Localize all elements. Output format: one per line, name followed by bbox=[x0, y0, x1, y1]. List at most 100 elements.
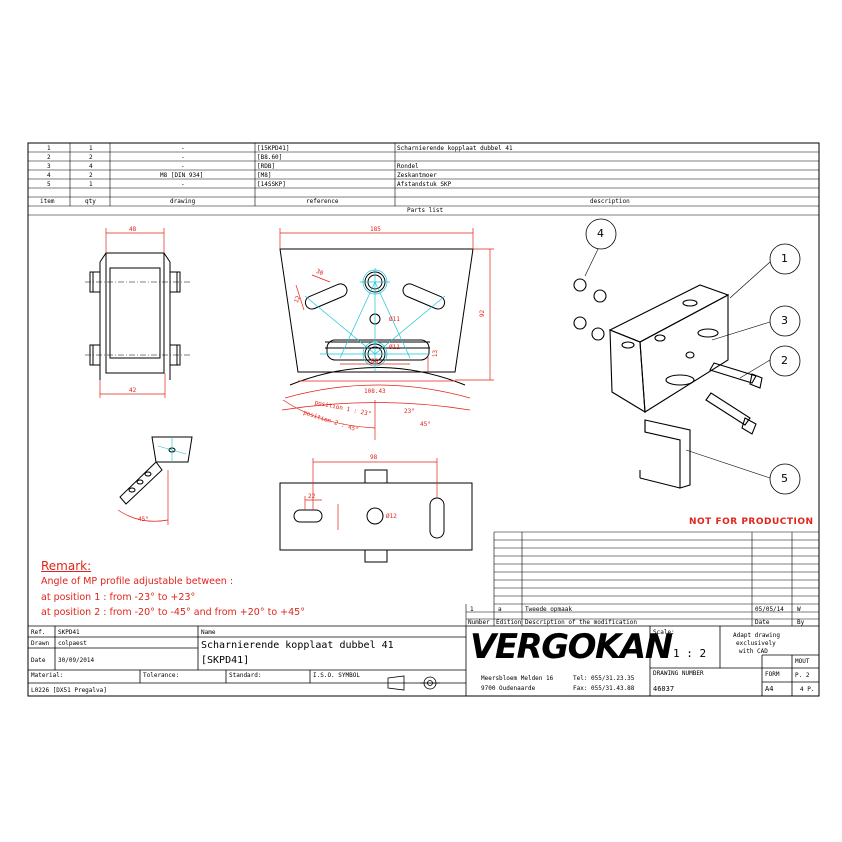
dim-bottom-slot: 22 bbox=[308, 493, 316, 500]
drawn-value: colpaest bbox=[58, 640, 87, 647]
parts-row-3-qty: 4 bbox=[89, 163, 93, 170]
dim-hole-center: Ø11 bbox=[389, 344, 400, 351]
parts-row-1-description: Scharnierende kopplaat dubbel 41 bbox=[397, 145, 513, 152]
rev-number: 1 bbox=[470, 606, 474, 613]
date-label: Date bbox=[31, 657, 46, 664]
parts-row-1-drawing: - bbox=[181, 145, 185, 152]
parts-row-5-description: Afstandstuk SKP bbox=[397, 181, 452, 188]
parts-header-item: item bbox=[40, 198, 55, 205]
parts-row-4-drawing: M8 [DIN 934] bbox=[160, 172, 204, 179]
balloon-2-label: 2 bbox=[781, 354, 788, 367]
dim-plate-height: 92 bbox=[479, 309, 487, 318]
parts-header-reference: reference bbox=[306, 198, 339, 205]
rev-description: Tweede opmaak bbox=[525, 606, 572, 613]
address-line-1: Meersbloem Melden 16 bbox=[481, 675, 554, 682]
parts-row-5-qty: 1 bbox=[89, 181, 93, 188]
dim-bottom-hole: Ø12 bbox=[386, 513, 397, 520]
dim-front-width: 48 bbox=[129, 226, 137, 233]
vergokan-logo: VERGOKAN bbox=[470, 627, 673, 667]
rev-by: W bbox=[797, 606, 801, 613]
balloon-1-label: 1 bbox=[781, 252, 788, 265]
rev-header-date: Date bbox=[755, 619, 770, 626]
rev-edition: a bbox=[498, 606, 502, 613]
material-label: Material: bbox=[31, 672, 64, 679]
dim-slot-center: 88 bbox=[371, 358, 379, 365]
dim-front-bottom: 42 bbox=[129, 387, 137, 394]
parts-header-drawing: drawing bbox=[170, 198, 196, 205]
rev-header-edition: Edition bbox=[496, 619, 522, 626]
cad-note-1: Adapt drawing bbox=[733, 632, 780, 639]
parts-row-5-drawing: - bbox=[181, 181, 185, 188]
remark-line-2: at position 1 : from -23° to +23° bbox=[41, 592, 196, 603]
name-line-2: [SKPD41] bbox=[201, 655, 250, 666]
remark-title: Remark: bbox=[41, 559, 92, 573]
form-label: FORM bbox=[765, 671, 780, 678]
remark-line-3: at position 2 : from -20° to -45° and fr… bbox=[41, 607, 305, 618]
parts-row-3-item: 3 bbox=[47, 163, 51, 170]
parts-row-1-qty: 1 bbox=[89, 145, 93, 152]
address-line-2: 9700 Oudenaarde bbox=[481, 685, 536, 692]
scale-value: 1 : 2 bbox=[673, 647, 707, 660]
dim-bottom-view-width: 98 bbox=[370, 454, 378, 461]
name-label: Name bbox=[201, 629, 216, 636]
parts-row-2-drawing: - bbox=[181, 154, 185, 161]
parts-row-4-qty: 2 bbox=[89, 172, 93, 179]
tel: Tel: 055/31.23.35 bbox=[573, 675, 635, 682]
parts-row-3-reference: [RDB] bbox=[257, 163, 276, 170]
drawing-number: 46037 bbox=[653, 685, 675, 693]
parts-row-2-item: 2 bbox=[47, 154, 51, 161]
page-number: P. 2 bbox=[795, 672, 810, 679]
dim-hole-top: Ø11 bbox=[389, 316, 400, 323]
parts-row-4-item: 4 bbox=[47, 172, 51, 179]
rev-date: 05/05/14 bbox=[755, 606, 784, 613]
dim-angle-pos2-right: 45° bbox=[420, 421, 431, 428]
dim-iso-angle: 45° bbox=[138, 516, 149, 523]
drawing-number-label: DRAWING NUMBER bbox=[653, 670, 704, 677]
rev-header-description: Description of the modification bbox=[525, 619, 637, 626]
remark-line-1: Angle of MP profile adjustable between : bbox=[41, 576, 234, 587]
dim-slot-height: 13 bbox=[432, 349, 440, 358]
parts-row-5-reference: [14SSKP] bbox=[257, 181, 286, 188]
rev-header-number: Number bbox=[468, 619, 490, 626]
parts-row-2-qty: 2 bbox=[89, 154, 93, 161]
parts-row-4-description: Zeskantmoer bbox=[397, 172, 437, 179]
dim-bottom-width: 108.43 bbox=[364, 388, 386, 395]
mout-label: MOUT bbox=[795, 658, 810, 665]
balloon-5 bbox=[769, 463, 801, 495]
parts-row-5-item: 5 bbox=[47, 181, 51, 188]
tolerance-label: Tolerance: bbox=[143, 672, 180, 679]
parts-row-3-drawing: - bbox=[181, 163, 185, 170]
rev-header-by: By bbox=[797, 619, 805, 626]
cad-note-2: exclusively bbox=[736, 640, 776, 647]
iso-symbol-label: I.S.O. SYMBOL bbox=[313, 672, 360, 679]
scale-label: Scale: bbox=[653, 629, 675, 636]
dim-angle-pos1-right: 23° bbox=[404, 408, 415, 415]
parts-row-1-item: 1 bbox=[47, 145, 51, 152]
balloon-5-label: 5 bbox=[781, 472, 788, 485]
parts-row-2-reference: [B8.60] bbox=[257, 154, 283, 161]
cad-note-3: with CAD bbox=[739, 648, 768, 655]
ref-value: SKPD41 bbox=[58, 629, 80, 636]
parts-list-title: Parts list bbox=[407, 207, 444, 214]
fax: Fax: 055/31.43.88 bbox=[573, 685, 635, 692]
balloon-4-label: 4 bbox=[597, 227, 604, 240]
parts-row-1-reference: [15KPD41] bbox=[257, 145, 290, 152]
balloon-2 bbox=[769, 345, 801, 377]
balloon-3-label: 3 bbox=[781, 314, 788, 327]
parts-header-qty: qty bbox=[85, 198, 96, 205]
page-count: 4 P. bbox=[800, 686, 815, 693]
material-value: L0226 [DX51 Pregalva] bbox=[31, 687, 107, 694]
form-value: A4 bbox=[765, 685, 774, 693]
name-line-1: Scharnierende kopplaat dubbel 41 bbox=[201, 640, 394, 651]
parts-header-description: description bbox=[590, 198, 630, 205]
balloon-3 bbox=[769, 305, 801, 337]
parts-row-4-reference: [M8] bbox=[257, 172, 272, 179]
drawn-label: Drawn bbox=[31, 640, 50, 647]
date-value: 30/09/2014 bbox=[58, 657, 95, 664]
ref-label: Ref. bbox=[31, 629, 46, 636]
dim-plate-top: 185 bbox=[370, 226, 381, 233]
balloon-1 bbox=[769, 243, 801, 275]
parts-row-3-description: Rondel bbox=[397, 163, 419, 170]
balloon-4 bbox=[585, 218, 617, 250]
